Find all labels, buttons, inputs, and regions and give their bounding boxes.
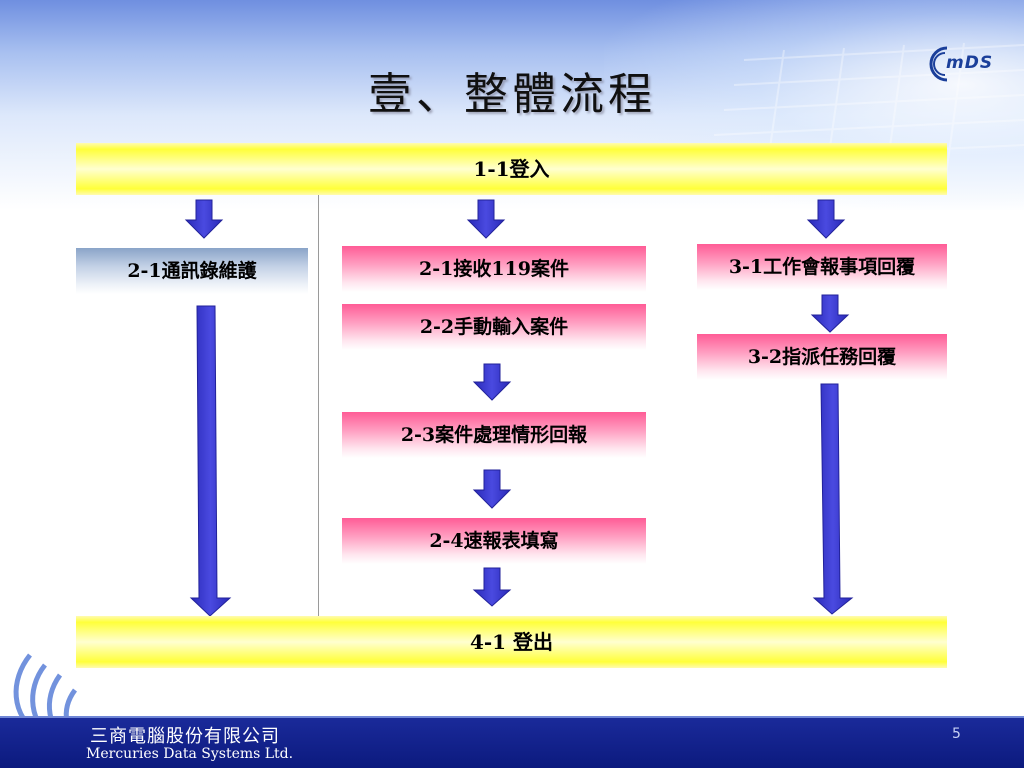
box-case-report: 2-3案件處理情形回報 — [342, 412, 646, 458]
box-manual-input: 2-2手動輸入案件 — [342, 304, 646, 350]
box-task-reply: 3-2指派任務回覆 — [697, 334, 947, 380]
arrow-down-icon — [810, 294, 850, 333]
arrow-down-icon — [472, 363, 512, 401]
logout-bar: 4-1 登出 — [76, 616, 947, 668]
page-number: 5 — [952, 726, 961, 742]
login-bar: 1-1登入 — [76, 143, 947, 195]
box-contact-maintenance: 2-1通訊錄維護 — [76, 248, 308, 294]
arrow-down-icon — [466, 199, 506, 239]
slide-title: 壹、整體流程 — [368, 69, 656, 120]
column-divider — [318, 195, 319, 617]
long-arrow-left-icon — [189, 305, 232, 617]
company-name-en: Mercuries Data Systems Ltd. — [86, 746, 294, 762]
box-quick-report: 2-4速報表填寫 — [342, 518, 646, 564]
arrow-down-icon — [472, 469, 512, 509]
box-meeting-reply: 3-1工作會報事項回覆 — [697, 244, 947, 290]
company-name-cn: 三商電腦股份有限公司 — [90, 726, 280, 747]
arrow-down-icon — [806, 199, 846, 239]
long-arrow-right-icon — [812, 383, 854, 615]
box-receive-119: 2-1接收119案件 — [342, 246, 646, 292]
footer-separator — [0, 716, 1024, 718]
mds-logo-icon — [929, 46, 948, 82]
arrow-down-icon — [472, 567, 512, 607]
arrow-down-icon — [184, 199, 224, 239]
logo-text: mDS — [946, 53, 994, 73]
footer-band — [0, 718, 1024, 768]
